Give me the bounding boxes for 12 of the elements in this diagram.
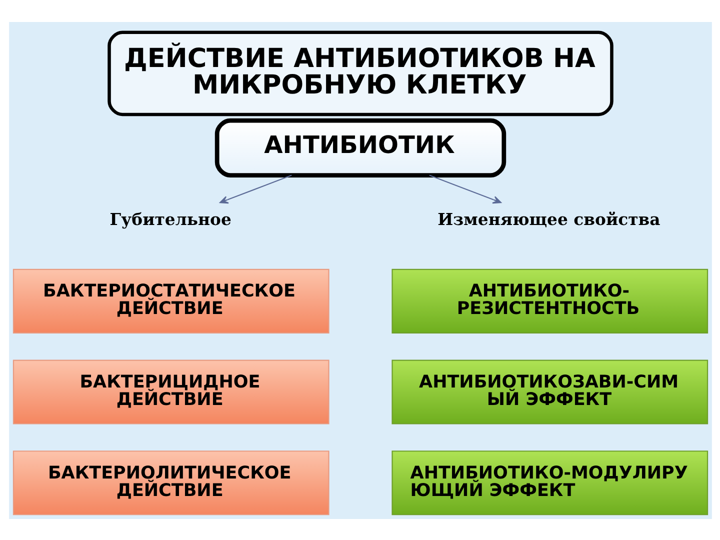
node-box: БАКТЕРИЦИДНОЕ ДЕЙСТВИЕ (12, 359, 329, 424)
diagram-title: ДЕЙСТВИЕ АНТИБИОТИКОВ НА МИКРОБНУЮ КЛЕТКУ (124, 44, 595, 100)
node-box: БАКТЕРИОСТАТИЧЕСКОЕ ДЕЙСТВИЕ (12, 268, 329, 333)
arrow (219, 174, 292, 204)
node-box: АНТИБИОТИКО- РЕЗИСТЕНТНОСТЬ (391, 268, 708, 333)
arrow (428, 174, 501, 204)
node-box: АНТИБИОТИК (214, 118, 506, 177)
node-text: Губительное (109, 210, 231, 229)
node-box: БАКТЕРИОЛИТИЧЕСКОЕ ДЕЙСТВИЕ (12, 450, 329, 515)
node-box: АНТИБИОТИКОЗАВИ-СИМ ЫЙ ЭФФЕКТ (391, 359, 708, 424)
node-text: Изменяющее свойства (437, 210, 660, 229)
node-box: АНТИБИОТИКО-МОДУЛИРУ ЮЩИЙ ЭФФЕКТ (391, 450, 708, 515)
